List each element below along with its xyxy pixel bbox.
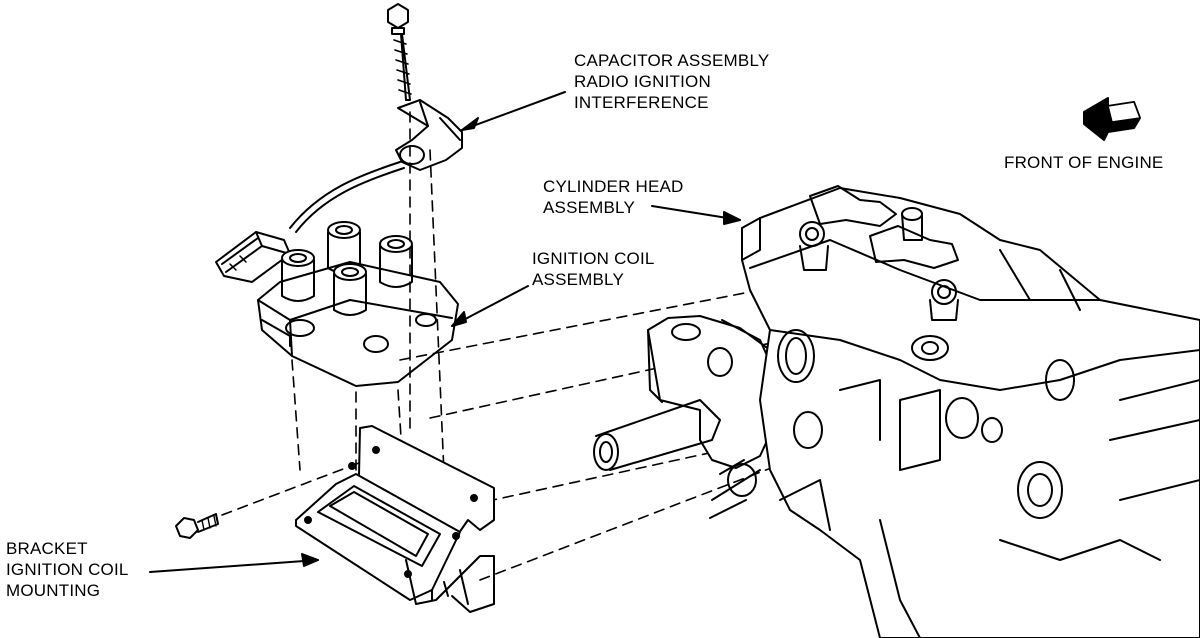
ignition-coil-label: IGNITION COIL ASSEMBLY <box>532 248 655 290</box>
capacitor-bolt <box>387 3 412 101</box>
capacitor-label: CAPACITOR ASSEMBLY RADIO IGNITION INTERF… <box>574 50 769 113</box>
capacitor-label-line-2: RADIO IGNITION <box>574 72 711 91</box>
water-outlet-housing <box>593 315 781 519</box>
capacitor-label-line-3: INTERFERENCE <box>574 93 709 112</box>
capacitor-assembly <box>215 99 463 283</box>
ignition-coil-label-line-1: IGNITION COIL <box>532 249 655 268</box>
cylinder-head-assembly <box>741 185 1200 638</box>
bracket-label-line-2: IGNITION COIL <box>6 560 129 579</box>
bracket-label-line-3: MOUNTING <box>6 581 101 600</box>
bracket-label: BRACKET IGNITION COIL MOUNTING <box>6 538 129 601</box>
front-of-engine-label: FRONT OF ENGINE <box>1004 152 1163 173</box>
bracket-bolt <box>175 513 219 539</box>
ignition-coil-label-line-2: ASSEMBLY <box>532 270 624 289</box>
ignition-coil-assembly <box>257 221 459 387</box>
bracket-label-line-1: BRACKET <box>6 539 88 558</box>
front-of-engine-label-line-1: FRONT OF ENGINE <box>1004 153 1164 172</box>
arrow-icon <box>1083 97 1141 141</box>
cylinder-head-label: CYLINDER HEAD ASSEMBLY <box>543 176 684 218</box>
ignition-coil-bracket <box>295 425 495 613</box>
bracket-leader-line <box>149 559 319 573</box>
capacitor-label-line-1: CAPACITOR ASSEMBLY <box>574 51 770 70</box>
cylinder-head-label-line-2: ASSEMBLY <box>543 198 635 217</box>
cylinder-head-label-line-1: CYLINDER HEAD <box>543 177 684 196</box>
capacitor-leader-line <box>461 91 566 131</box>
